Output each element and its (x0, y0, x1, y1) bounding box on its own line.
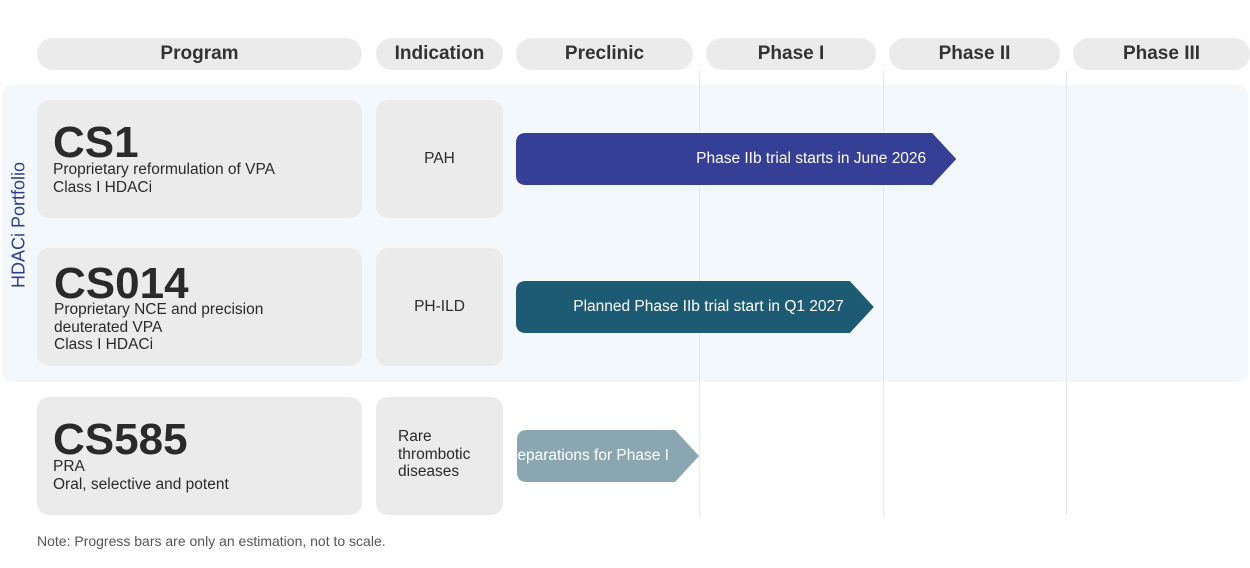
progress-bar-arrow (516, 133, 957, 185)
indication-text: Rare thrombotic diseases (398, 428, 470, 481)
progress-bar-shape (517, 430, 699, 482)
header-phase-1: Phase I (706, 38, 876, 70)
indication-line: PAH (424, 150, 455, 167)
progress-bar-label: Planned Phase IIb trial start in Q1 2027 (573, 298, 844, 315)
indication-card-cs1: PAH (376, 100, 503, 218)
header-phase-3: Phase III (1073, 38, 1250, 70)
program-card-cs585: CS585 PRA Oral, selective and potent (37, 397, 362, 515)
description-line: Oral, selective and potent (53, 475, 229, 493)
indication-card-cs014: PH-ILD (376, 248, 503, 366)
header-indication: Indication (376, 38, 503, 70)
divider-phase-2 (883, 70, 884, 515)
indication-text: PH-ILD (376, 298, 503, 316)
indication-line: Rare (398, 428, 432, 445)
progress-bar-cs1: Phase IIb trial starts in June 2026 (516, 133, 957, 185)
footnote: Note: Progress bars are only an estimati… (37, 533, 386, 549)
indication-line: PH-ILD (414, 298, 465, 315)
program-card-cs014: CS014 Proprietary NCE and precision deut… (37, 248, 362, 366)
indication-card-cs585: Rare thrombotic diseases (376, 397, 503, 515)
progress-bar-cs585: Preparations for Phase I (502, 430, 699, 482)
program-description: Proprietary NCE and precision deuterated… (54, 301, 263, 354)
progress-bar-shape (516, 281, 874, 333)
description-line: Proprietary reformulation of VPA (53, 161, 275, 178)
progress-bar-arrow (517, 430, 699, 482)
progress-bar-cs014: Planned Phase IIb trial start in Q1 2027 (516, 281, 874, 333)
progress-bar-shape (516, 133, 957, 185)
description-line: PRA (53, 458, 85, 475)
indication-text: PAH (376, 150, 503, 168)
program-code: CS585 (53, 415, 188, 464)
description-line: Class I HDACi (53, 178, 153, 196)
progress-bar-label: Phase IIb trial starts in June 2026 (696, 150, 927, 167)
program-code: CS1 (53, 118, 139, 167)
description-line: Proprietary NCE and precision (54, 301, 264, 318)
program-card-cs1: CS1 Proprietary reformulation of VPA Cla… (37, 100, 362, 218)
program-code: CS014 (54, 259, 189, 308)
header-program: Program (37, 38, 362, 70)
indication-line: thrombotic (398, 445, 471, 463)
progress-bar-label: Preparations for Phase I (501, 447, 669, 464)
description-line: Class I HDACi (54, 336, 154, 353)
progress-bar-arrow (516, 281, 874, 333)
indication-line: diseases (398, 463, 460, 480)
program-description: PRA Oral, selective and potent (53, 458, 229, 493)
header-phase-2: Phase II (889, 38, 1060, 70)
program-description: Proprietary reformulation of VPA Class I… (53, 161, 275, 196)
header-preclinic: Preclinic (516, 38, 693, 70)
description-line: deuterated VPA (54, 318, 163, 336)
divider-phase-3 (1066, 70, 1067, 515)
portfolio-label: HDACi Portfolio (8, 161, 29, 289)
